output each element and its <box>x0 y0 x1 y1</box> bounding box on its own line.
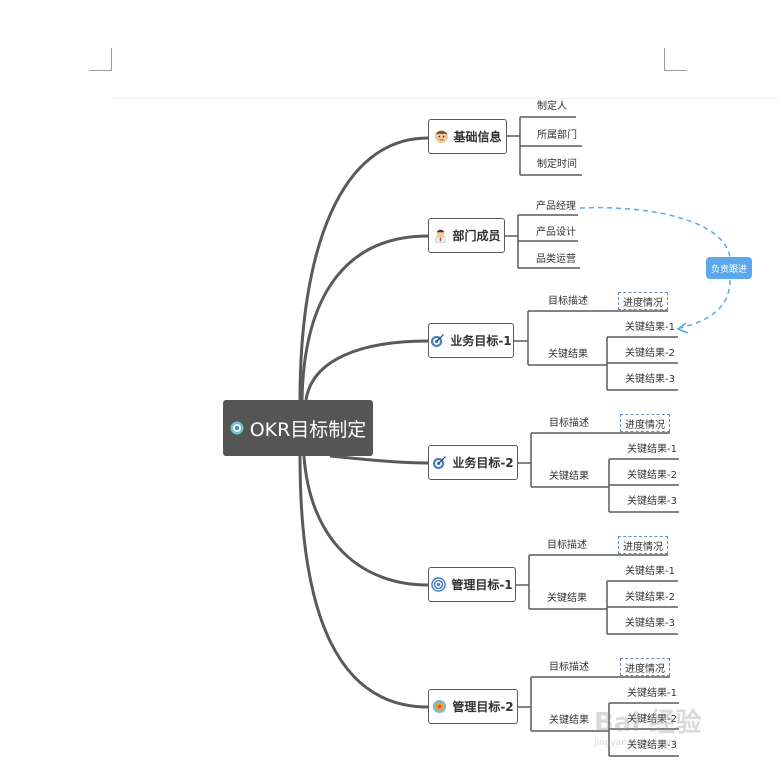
branch-2-leaf-lines <box>505 214 580 269</box>
progress-status-box[interactable]: 进度情况 <box>620 658 670 676</box>
leaf-key-results[interactable]: 关键结果 <box>549 471 589 482</box>
leaf-key-result-1[interactable]: 关键结果-1 <box>627 444 677 455</box>
leaf-product-design[interactable]: 产品设计 <box>536 227 576 238</box>
leaf-key-result-1[interactable]: 关键结果-1 <box>627 688 677 699</box>
topic-business-goal-2[interactable]: 业务目标-2 <box>428 445 518 480</box>
connector-root-branch-1 <box>298 136 429 401</box>
branch-3-leaf-lines <box>514 310 678 391</box>
leaf-maker[interactable]: 制定人 <box>537 101 567 112</box>
leaf-goal-description[interactable]: 目标描述 <box>548 296 588 307</box>
branch-6-leaf-lines <box>518 676 679 757</box>
topic-management-goal-1[interactable]: 管理目标-1 <box>428 567 516 602</box>
topic-label: 管理目标-2 <box>452 700 514 714</box>
topic-label: 业务目标-1 <box>450 334 512 348</box>
leaf-key-results[interactable]: 关键结果 <box>549 715 589 726</box>
connector-root-branch-3 <box>304 339 429 401</box>
leaf-goal-description[interactable]: 目标描述 <box>549 662 589 673</box>
topic-department-members[interactable]: 部门成员 <box>428 218 505 253</box>
person-avatar-icon <box>434 129 448 144</box>
leaf-key-results[interactable]: 关键结果 <box>547 593 587 604</box>
leaf-key-result-3[interactable]: 关键结果-3 <box>625 618 675 629</box>
watermark-text: Bai 经验 <box>594 708 702 738</box>
leaf-key-result-2[interactable]: 关键结果-2 <box>627 714 677 725</box>
relationship-line-bottom <box>679 279 731 329</box>
leaf-key-result-2[interactable]: 关键结果-2 <box>627 470 677 481</box>
dart-target-icon <box>431 333 445 348</box>
leaf-date[interactable]: 制定时间 <box>537 159 577 170</box>
page-edge-line <box>112 98 778 99</box>
progress-status-box[interactable]: 进度情况 <box>620 414 670 432</box>
leaf-key-result-2[interactable]: 关键结果-2 <box>625 592 675 603</box>
connector-root-branch-2 <box>300 234 429 401</box>
orange-target-icon <box>433 699 447 714</box>
leaf-key-result-3[interactable]: 关键结果-3 <box>627 496 677 507</box>
connector-root-branch-6 <box>298 455 429 709</box>
leaf-key-results[interactable]: 关键结果 <box>548 349 588 360</box>
leaf-goal-description[interactable]: 目标描述 <box>547 540 587 551</box>
leaf-key-result-1[interactable]: 关键结果-1 <box>625 566 675 577</box>
crop-mark-top-right <box>664 48 687 71</box>
topic-basic-info[interactable]: 基础信息 <box>428 119 507 154</box>
root-topic[interactable]: OKR目标制定 <box>223 400 373 456</box>
connector-root-branch-5 <box>302 455 429 587</box>
branch-1-leaf-lines <box>507 116 582 176</box>
connector-root-branch-4 <box>329 454 429 465</box>
branch-5-leaf-lines <box>516 554 678 635</box>
progress-status-box[interactable]: 进度情况 <box>618 292 668 310</box>
watermark-subtext: jingyan.baidu.com <box>594 738 678 748</box>
leaf-category-ops[interactable]: 品类运营 <box>536 254 576 265</box>
topic-label: 业务目标-2 <box>452 456 514 470</box>
bullseye-icon <box>431 577 447 592</box>
relationship-line-top <box>579 206 731 259</box>
topic-business-goal-1[interactable]: 业务目标-1 <box>428 323 514 358</box>
leaf-key-result-1[interactable]: 关键结果-1 <box>625 322 675 333</box>
target-icon <box>230 421 244 435</box>
crop-mark-top-left <box>89 48 112 71</box>
leaf-product-manager[interactable]: 产品经理 <box>536 201 576 212</box>
relationship-arrowhead <box>676 322 689 334</box>
topic-label: 管理目标-1 <box>451 578 513 592</box>
leaf-goal-description[interactable]: 目标描述 <box>549 418 589 429</box>
leaf-key-result-3[interactable]: 关键结果-3 <box>625 374 675 385</box>
root-topic-label: OKR目标制定 <box>249 418 367 441</box>
relationship-label[interactable]: 负责跟进 <box>706 257 752 279</box>
topic-label: 部门成员 <box>452 229 501 243</box>
leaf-key-result-3[interactable]: 关键结果-3 <box>627 740 677 751</box>
doctor-avatar-icon <box>435 229 445 243</box>
leaf-department[interactable]: 所属部门 <box>537 130 577 141</box>
topic-management-goal-2[interactable]: 管理目标-2 <box>428 689 518 724</box>
topic-label: 基础信息 <box>453 130 502 144</box>
progress-status-box[interactable]: 进度情况 <box>618 536 668 554</box>
leaf-key-result-2[interactable]: 关键结果-2 <box>625 348 675 359</box>
branch-4-leaf-lines <box>518 432 679 513</box>
dart-target-icon <box>433 455 447 470</box>
